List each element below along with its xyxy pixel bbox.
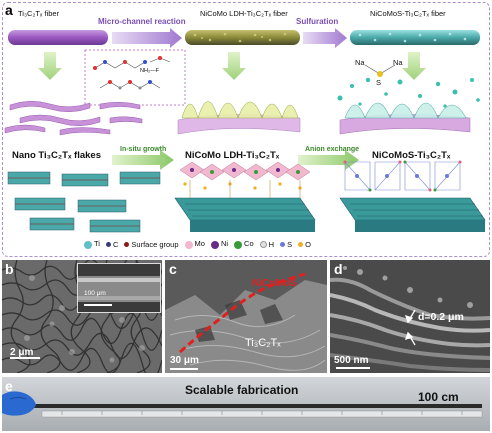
step-in-situ: In-situ growth bbox=[120, 146, 167, 153]
legend-mo: Mo bbox=[184, 239, 205, 249]
sem-panel-d bbox=[330, 260, 490, 373]
arrow-anion bbox=[298, 150, 359, 170]
legend-s: S bbox=[280, 240, 292, 249]
panel-e-title: Scalable fabrication bbox=[185, 383, 299, 397]
panel-a-label: a bbox=[5, 2, 13, 18]
fiber3-caption: NiCoMoS-Ti₃C₂Tₓ fiber bbox=[370, 9, 446, 18]
nicomos-particles bbox=[337, 77, 480, 108]
panel-b-scalebar bbox=[10, 357, 40, 359]
legend-co: Co bbox=[234, 239, 254, 249]
fiber2-caption: NiCoMo LDH-Ti₃C₂Tₓ fiber bbox=[200, 9, 288, 18]
panel-e-label: e bbox=[5, 378, 13, 394]
s-label: S bbox=[376, 78, 382, 87]
panel-d-scalebar bbox=[336, 367, 370, 369]
legend-ni: Ni bbox=[210, 239, 228, 249]
legend: Ti C Surface group Mo Ni Co H S O bbox=[84, 238, 414, 250]
down-arrow-3 bbox=[402, 52, 426, 80]
panel-b-inset: 100 μm bbox=[77, 263, 161, 313]
panel-e-length: 100 cm bbox=[418, 390, 459, 404]
flake-stacks bbox=[7, 171, 161, 233]
fiber3-texture bbox=[358, 32, 467, 43]
panel-c-scalebar bbox=[170, 368, 198, 370]
panel-a-top-row bbox=[4, 28, 480, 136]
flakes-label: Nano Ti₃C₂Tₓ flakes bbox=[12, 150, 101, 161]
inset-scalebar bbox=[84, 304, 112, 306]
arrow-micro-channel bbox=[112, 28, 182, 48]
panel-b-label: b bbox=[5, 261, 14, 277]
panel-d-thickness: d=0.2 μm bbox=[418, 311, 464, 323]
fiber1 bbox=[8, 30, 108, 45]
sulfur-atom bbox=[377, 71, 383, 77]
fiber2 bbox=[185, 30, 300, 45]
nano-flakes bbox=[4, 101, 143, 136]
step-micro-channel: Micro-channel reaction bbox=[98, 17, 186, 26]
ldh-sheets bbox=[177, 101, 301, 135]
photo-panel-e bbox=[2, 377, 490, 431]
nicomos-crystal bbox=[339, 160, 486, 232]
reagent-box bbox=[84, 49, 186, 106]
fiber3 bbox=[350, 30, 480, 45]
inset-scale-text: 100 μm bbox=[84, 290, 106, 297]
gloved-hand bbox=[2, 391, 36, 416]
panel-c-bottom-label: Ti₃C₂Tₓ bbox=[245, 337, 281, 349]
long-fiber bbox=[32, 404, 482, 408]
fiber2-texture bbox=[193, 32, 287, 43]
legend-h: H bbox=[259, 240, 274, 249]
na-label-2: Na bbox=[393, 58, 403, 67]
reagent-atoms bbox=[93, 56, 162, 90]
nicomos-sheets bbox=[339, 102, 471, 135]
panel-c-label: c bbox=[169, 261, 177, 277]
panel-e-photo bbox=[2, 377, 490, 431]
step-anion-exchange: Anion exchange bbox=[305, 146, 360, 153]
panel-c-scale-text: 30 μm bbox=[170, 355, 199, 366]
arrow-in-situ bbox=[112, 150, 174, 170]
panel-d-label: d bbox=[334, 261, 343, 277]
ldh-crystal bbox=[174, 161, 316, 232]
legend-o: O bbox=[298, 240, 311, 249]
legend-c: C bbox=[105, 240, 118, 249]
panel-d-scale-text: 500 nm bbox=[334, 355, 369, 366]
na-label-1: Na bbox=[355, 58, 365, 67]
panel-a-structures bbox=[7, 150, 486, 233]
step-sulfuration: Sulfuration bbox=[296, 17, 339, 26]
panel-b-scale-text: 2 μm bbox=[10, 347, 34, 358]
arrow-sulfuration bbox=[303, 28, 347, 48]
panel-d-texture bbox=[330, 260, 490, 373]
legend-ti: Ti bbox=[84, 239, 100, 249]
panel-b-texture bbox=[2, 260, 162, 373]
sem-panel-c bbox=[165, 260, 327, 373]
sem-panel-b: 100 μm bbox=[2, 260, 162, 373]
interface-line bbox=[179, 272, 306, 354]
down-arrow-2 bbox=[222, 52, 246, 80]
nicomos-label: NiCoMoS-Ti₃C₂Tₓ bbox=[372, 150, 451, 161]
panel-c-texture bbox=[165, 260, 327, 373]
legend-surface: Surface group bbox=[124, 240, 179, 249]
panel-c-top-label: NiCoMoS bbox=[252, 278, 297, 289]
nh-label: NH₂—F bbox=[140, 68, 159, 74]
ldh-label: NiCoMo LDH-Ti₃C₂Tₓ bbox=[185, 150, 280, 161]
down-arrow-1 bbox=[38, 52, 62, 80]
fiber1-caption: Ti₃C₂Tₓ fiber bbox=[18, 9, 60, 18]
